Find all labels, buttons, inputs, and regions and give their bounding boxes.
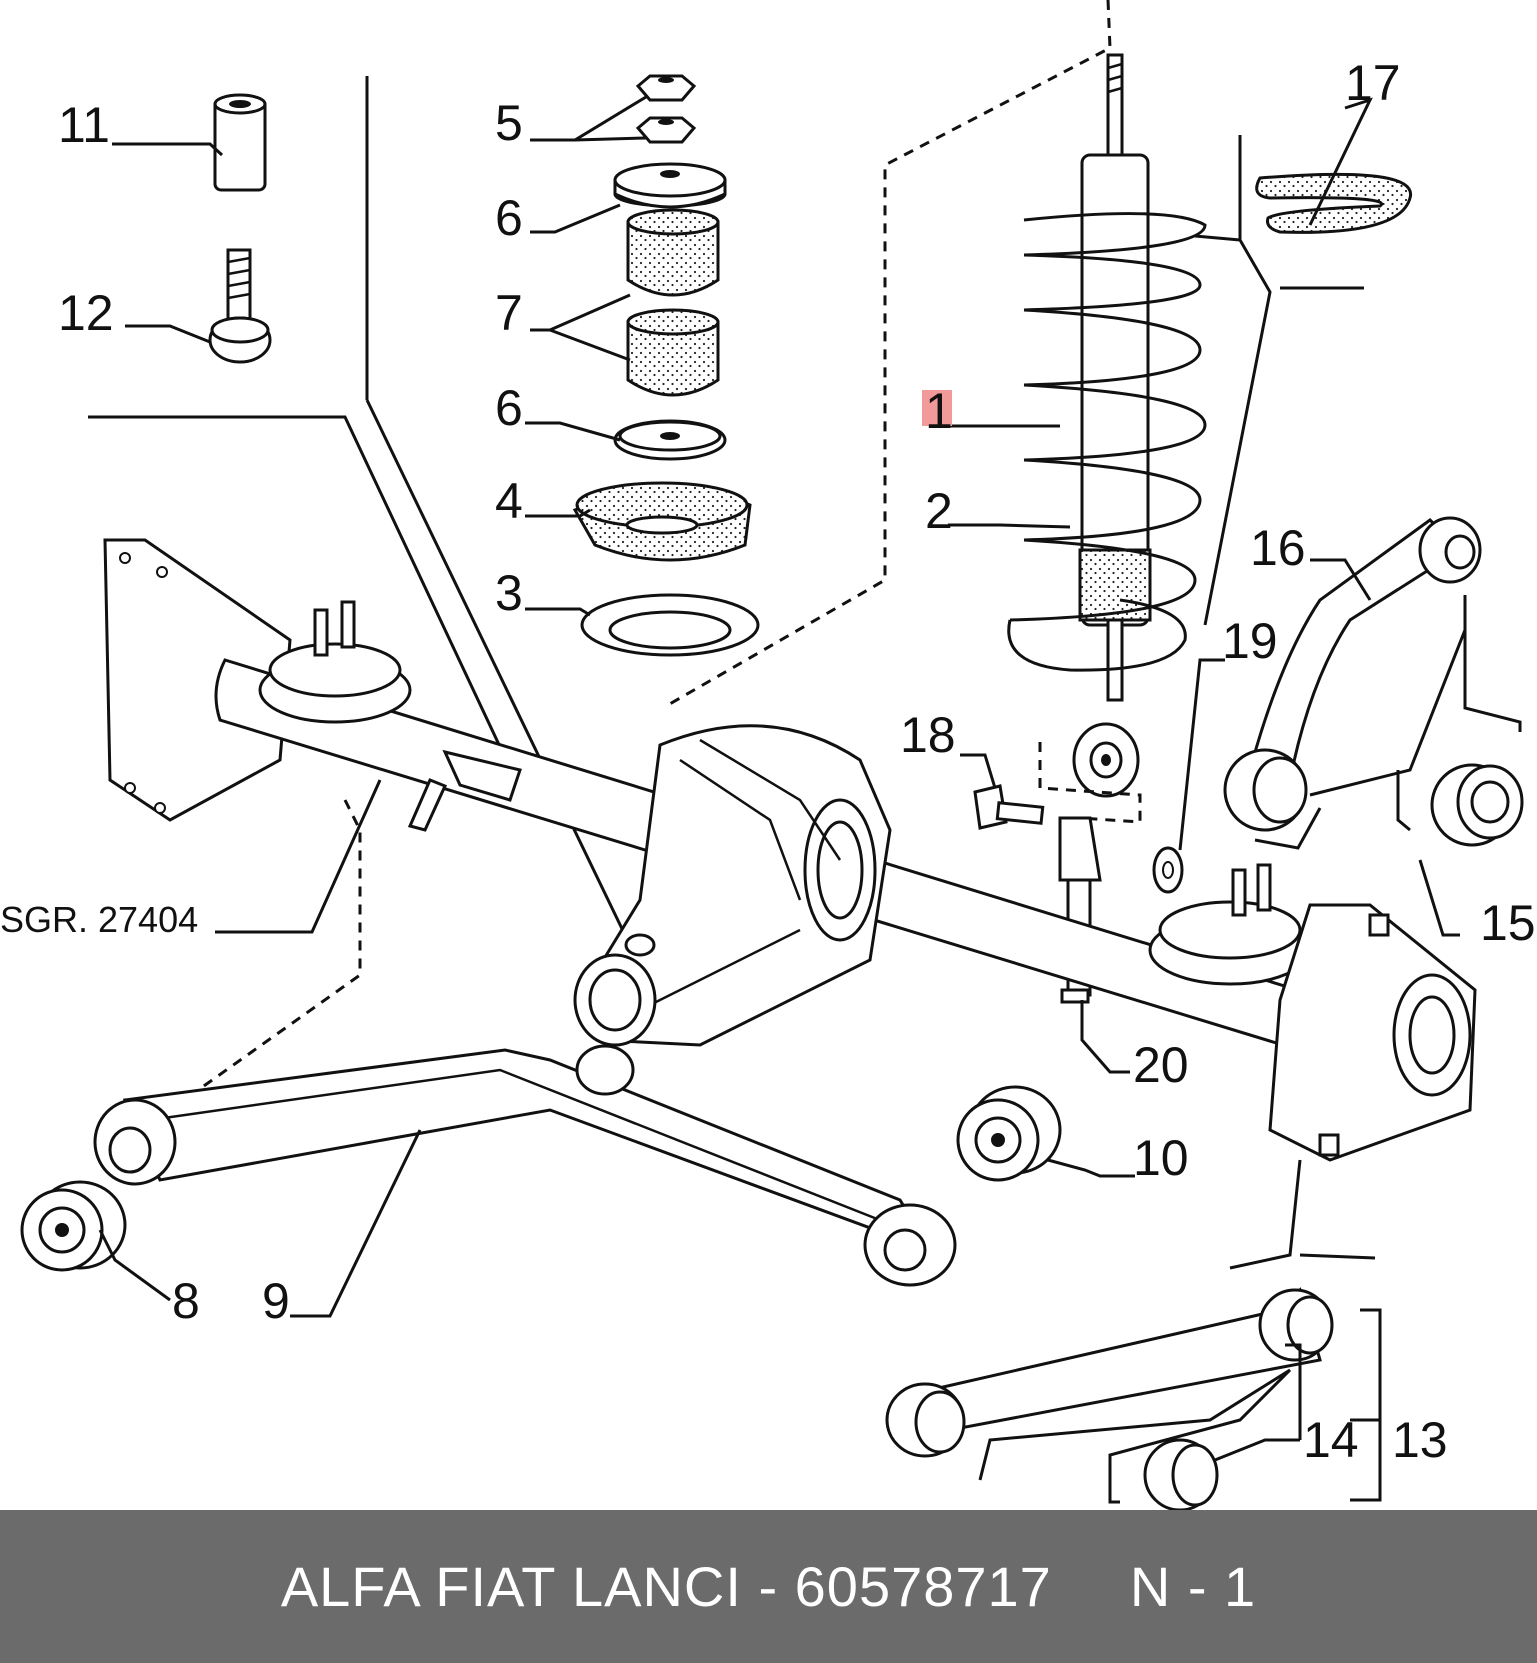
part-15-bushing [1430, 763, 1524, 847]
part-13-14-lower-link [885, 1287, 1334, 1510]
part-5-nuts [635, 74, 697, 144]
callout-8: 8 [172, 1273, 200, 1329]
part-11-spacer [213, 93, 267, 192]
callout-20: 20 [1133, 1037, 1189, 1093]
callout-3: 3 [495, 565, 523, 621]
callout-11: 11 [58, 97, 110, 153]
group-dashed-frame [667, 0, 1112, 707]
callout-14: 14 [1303, 1412, 1359, 1468]
callout-19: 19 [1222, 613, 1278, 669]
part-number-text: ALFA FIAT LANCI - 60578717 [280, 1555, 1052, 1618]
callout-6b: 6 [495, 380, 523, 436]
leader-lines [98, 95, 1460, 1502]
callout-5: 5 [495, 95, 523, 151]
callout-12: 12 [58, 285, 114, 341]
part-4-spring-seat [572, 481, 752, 562]
rear-axle-assembly [103, 538, 1477, 1162]
part-18-bolt [973, 784, 1045, 830]
part-16-link [1223, 516, 1482, 832]
part-12-bolt [208, 248, 272, 364]
part-19-washer [1152, 846, 1184, 894]
callout-4: 4 [495, 473, 523, 529]
callout-15: 15 [1480, 895, 1536, 951]
callout-10: 10 [1133, 1130, 1189, 1186]
part-1-2-spring-damper [1007, 53, 1207, 798]
callout-13: 13 [1392, 1412, 1448, 1468]
callout-17: 17 [1345, 55, 1401, 111]
part-6-upper-cup [613, 162, 727, 209]
footer-bar: ALFA FIAT LANCI - 60578717 N - 1 [0, 1510, 1537, 1663]
part-8-bushing [20, 1180, 127, 1272]
callout-7: 7 [495, 285, 523, 341]
callout-16: 16 [1250, 520, 1306, 576]
part-3-insulator [580, 593, 760, 657]
part-6-lower-cup [613, 419, 727, 461]
callout-2: 2 [925, 483, 953, 539]
part-17-rubber [1255, 172, 1413, 234]
page-reference: N - 1 [1129, 1555, 1257, 1618]
part-10-bushing [956, 1085, 1062, 1182]
callout-1: 1 [925, 383, 953, 439]
reference-label: SGR. 27404 [0, 899, 198, 940]
suspension-exploded-diagram: 1 2 3 4 5 6 6 7 8 9 10 11 12 13 14 15 16… [0, 0, 1536, 1510]
callout-6a: 6 [495, 190, 523, 246]
callout-1-highlight [922, 390, 952, 426]
callout-9: 9 [262, 1273, 290, 1329]
callout-18: 18 [900, 707, 956, 763]
part-7-rubber-blocks [626, 208, 720, 397]
part-9-trailing-arm [93, 1044, 957, 1287]
